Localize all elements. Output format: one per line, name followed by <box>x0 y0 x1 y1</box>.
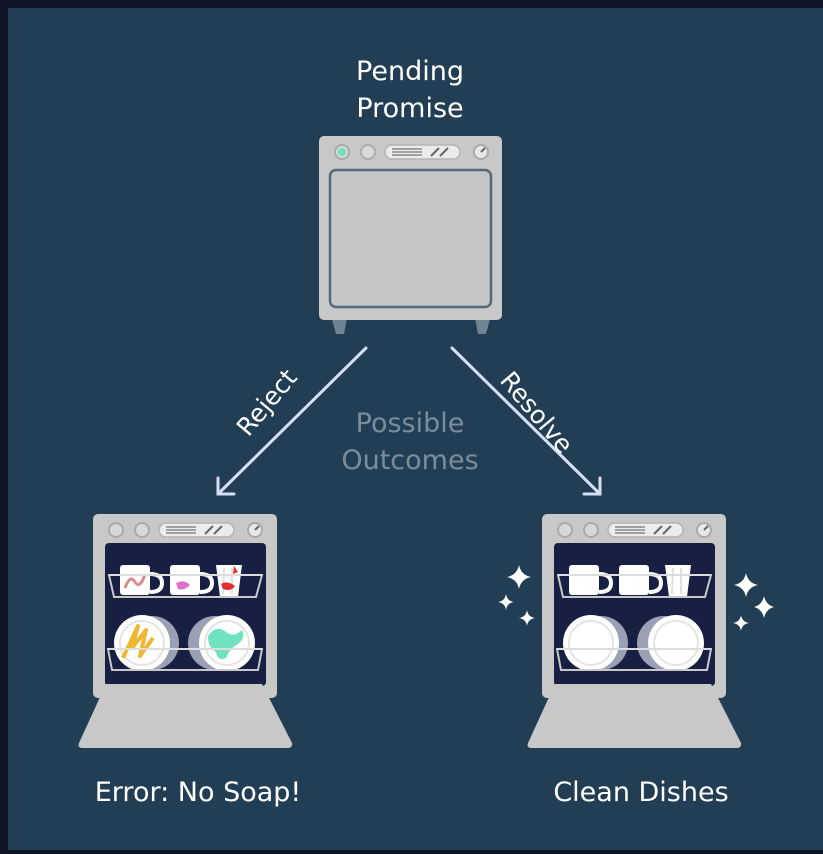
sparkle-icon <box>734 573 758 597</box>
clean-dishwasher <box>527 514 742 748</box>
resolve-arrow <box>450 346 602 496</box>
pending-promise-title: Pending Promise <box>260 53 560 127</box>
title-line-2: Promise <box>356 93 464 124</box>
open-door <box>527 684 742 748</box>
diagram-graphics <box>78 136 774 748</box>
button-icon <box>360 144 376 160</box>
outcomes-line-1: Possible <box>355 408 465 439</box>
dirty-cup <box>120 565 165 595</box>
sparkle-icons <box>498 565 774 631</box>
sparkle-icon <box>754 596 774 618</box>
open-door <box>78 684 293 748</box>
dirty-glass <box>216 565 242 597</box>
outcomes-line-2: Outcomes <box>341 445 479 476</box>
success-caption: Clean Dishes <box>553 777 729 808</box>
dirty-plate <box>188 615 255 671</box>
closed-dishwasher <box>319 136 502 334</box>
sparkle-icon <box>519 610 535 626</box>
dirty-plate <box>114 615 179 671</box>
reject-arrow <box>216 346 368 496</box>
error-caption: Error: No Soap! <box>94 777 302 808</box>
clean-plate <box>563 615 628 671</box>
sparkle-icon <box>733 615 749 631</box>
possible-outcomes-label: Possible Outcomes <box>260 405 560 479</box>
title-line-1: Pending <box>356 56 464 87</box>
power-indicator-light <box>338 148 346 156</box>
dirty-dishwasher <box>78 514 293 748</box>
diagram-canvas: Pending Promise <box>8 8 823 850</box>
sparkle-icon <box>507 565 531 589</box>
dishwasher-door <box>328 168 493 309</box>
clean-plate <box>637 615 704 671</box>
sparkle-icon <box>498 594 514 610</box>
clean-glass <box>665 565 691 597</box>
